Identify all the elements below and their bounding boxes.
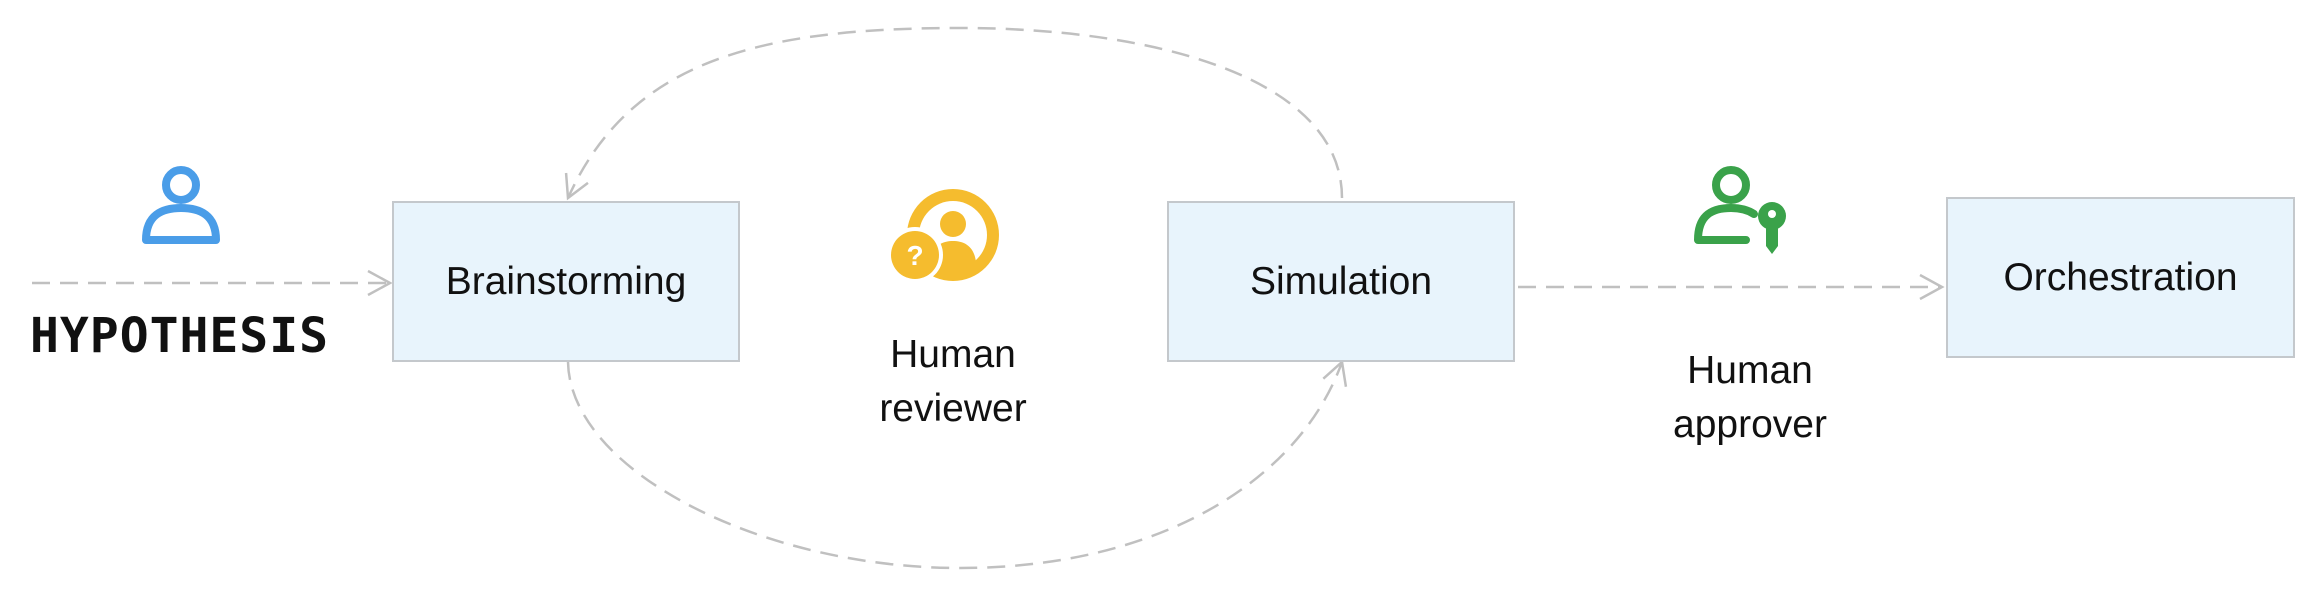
orchestration-node: Orchestration (1946, 197, 2295, 358)
human-approver-caption: Human approver (1650, 344, 1850, 452)
simulation-to-brainstorming-loop-arrow (564, 26, 1344, 201)
person-key-icon (1694, 166, 1786, 254)
brainstorming-to-simulation-loop-arrow (566, 359, 1348, 570)
brainstorming-node: Brainstorming (392, 201, 740, 362)
person-icon (142, 166, 220, 244)
reviewer-line1: Human (890, 333, 1016, 376)
person-question-icon: ? (887, 189, 999, 283)
brainstorming-label: Brainstorming (445, 259, 687, 303)
simulation-label: Simulation (1249, 259, 1433, 303)
approver-line1: Human (1687, 349, 1813, 392)
reviewer-line2: reviewer (879, 387, 1027, 430)
human-reviewer-caption: Human reviewer (853, 328, 1053, 436)
simulation-node: Simulation (1167, 201, 1515, 362)
approver-line2: approver (1673, 403, 1827, 446)
hypothesis-label: HYPOTHESIS (30, 308, 329, 364)
orchestration-label: Orchestration (2003, 255, 2238, 299)
question-mark-glyph: ? (906, 240, 923, 271)
